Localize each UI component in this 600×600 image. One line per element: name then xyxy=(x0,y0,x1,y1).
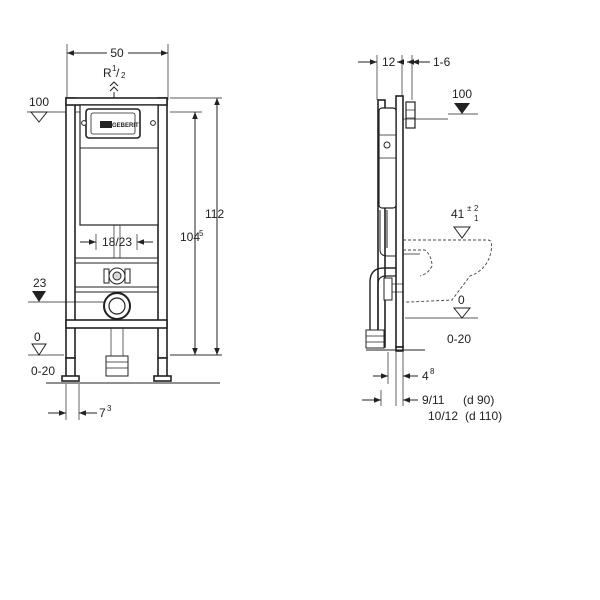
fixing-spacing-dimension: 18/23 xyxy=(80,234,153,250)
offset-dim-label: 1-6 xyxy=(433,55,451,69)
floor-range-label: 0-20 xyxy=(31,364,55,378)
level-0-marker: 0 0-20 xyxy=(28,330,222,384)
supply-arrow-icon xyxy=(109,81,119,92)
bowl-tol-plus: 2 xyxy=(474,204,479,213)
side-floor-range-label: 0-20 xyxy=(447,332,471,346)
screw-icon xyxy=(150,120,156,126)
supply-thread-den: 2 xyxy=(121,71,126,80)
height-total-label: 112 xyxy=(205,207,224,221)
foot-offset-dimension: 7 3 xyxy=(48,384,112,420)
pipe-dimension: 9/11 (d 90) 10/12 (d 110) xyxy=(362,390,502,423)
pipe-dim-1-label: 9/11 xyxy=(422,393,445,407)
level-open-triangle-icon xyxy=(453,226,471,239)
level-filled-triangle-icon xyxy=(454,103,470,114)
wc-bowl-outline xyxy=(403,239,493,303)
width-dim-label: 50 xyxy=(110,46,124,60)
plate-brand-label: GEBERIT xyxy=(112,123,139,129)
drain-bend xyxy=(365,267,403,349)
bowl-tol-sign: ± xyxy=(467,204,472,213)
level-open-triangle-icon xyxy=(29,111,49,123)
drain-connector xyxy=(103,292,131,377)
level-open-triangle-icon xyxy=(31,343,47,356)
screw-icon xyxy=(81,120,87,126)
level-23-label: 23 xyxy=(33,276,47,290)
pipe-dim-2-label: 10/12 xyxy=(428,409,458,423)
foot-offset-label: 7 xyxy=(99,406,106,420)
fixing-spacing-label: 18/23 xyxy=(102,235,132,249)
wall-dim-label: 4 xyxy=(422,369,429,383)
foot-offset-sup: 3 xyxy=(107,404,112,413)
side-level-100-marker: 100 xyxy=(448,87,478,115)
side-frame xyxy=(377,95,448,352)
level-23-marker: 23 xyxy=(28,276,104,303)
side-level-100-label: 100 xyxy=(452,87,472,101)
height-dimensions: 104 5 112 xyxy=(170,97,224,356)
supply-thread-slash: / xyxy=(116,66,120,80)
level-open-triangle-icon xyxy=(452,307,472,319)
side-level-0-label: 0 xyxy=(458,293,465,307)
level-filled-triangle-icon xyxy=(32,291,46,302)
bowl-height-label: 41 xyxy=(451,207,465,221)
front-view: 50 R 1 / 2 100 xyxy=(27,44,224,420)
depth-dim-label: 12 xyxy=(382,55,396,69)
pipe-dim-2-note: (d 110) xyxy=(465,409,502,423)
height-inner-sup: 5 xyxy=(199,229,204,238)
supply-bracket xyxy=(103,267,131,285)
wall-dim-sup: 8 xyxy=(430,367,435,376)
level-0-label: 0 xyxy=(34,330,41,344)
height-inner-label: 104 xyxy=(180,230,200,244)
supply-thread-label: R xyxy=(103,66,112,80)
supply-thread-callout: R 1 / 2 xyxy=(103,64,126,100)
depth-dimensions: 12 1-6 xyxy=(358,55,451,100)
side-level-0-marker: 0 0-20 xyxy=(366,293,478,351)
actuator-plate: GEBERIT xyxy=(81,108,156,139)
supply-thread-num: 1 xyxy=(112,64,117,73)
level-100-marker: 100 xyxy=(27,95,80,123)
front-frame xyxy=(61,97,172,382)
pipe-dim-1-note: (d 90) xyxy=(463,393,494,407)
width-dimension: 50 xyxy=(66,44,169,100)
bowl-height-marker: 41 ± 2 1 xyxy=(451,204,479,239)
side-view: 12 1-6 100 xyxy=(358,55,502,423)
level-100-label: 100 xyxy=(29,95,49,109)
bowl-tol-minus: 1 xyxy=(474,214,479,223)
wall-dimension: 4 8 xyxy=(373,352,435,406)
